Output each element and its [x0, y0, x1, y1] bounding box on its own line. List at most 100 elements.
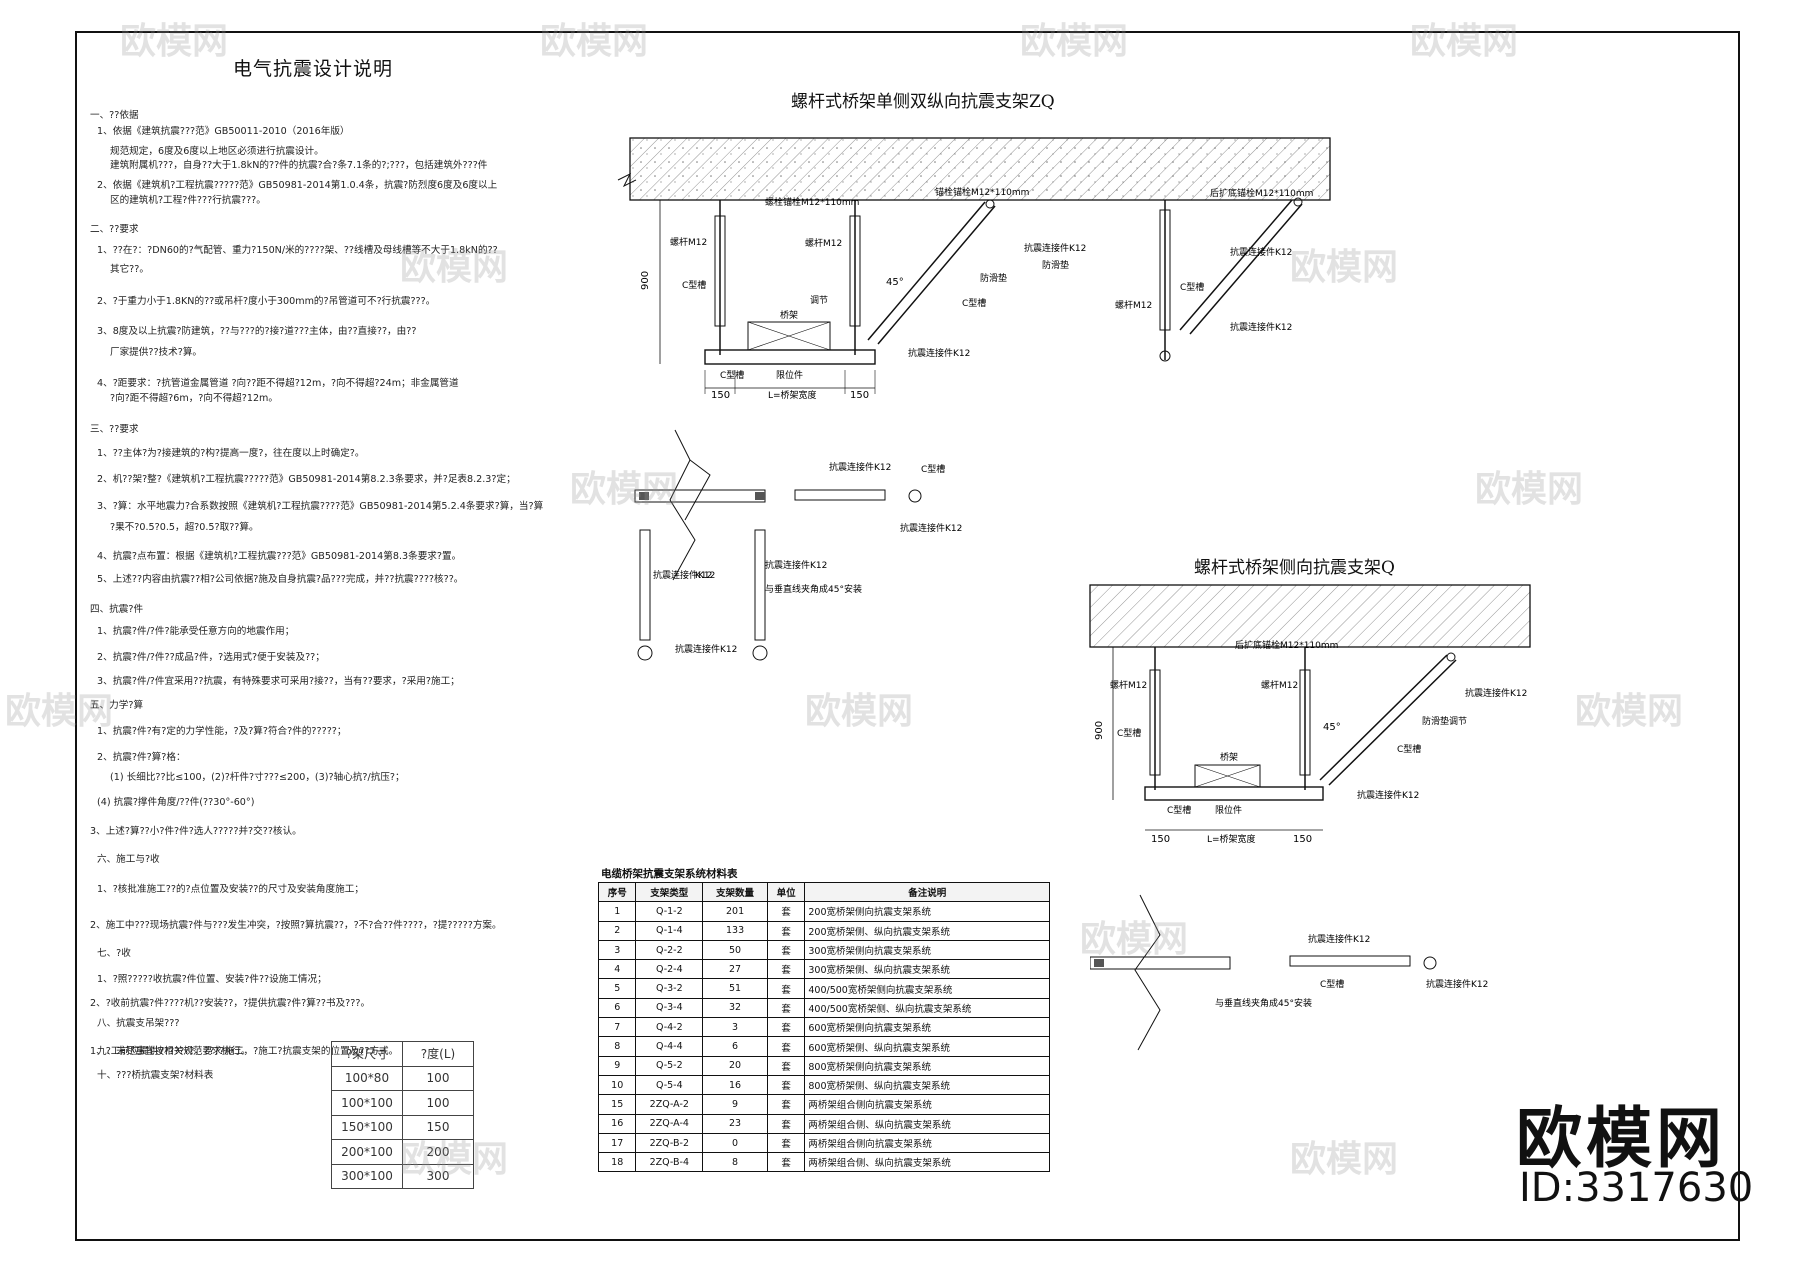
d2-limit: 限位件	[1215, 804, 1242, 816]
c-channel-right	[849, 215, 861, 327]
material-cell: Q-4-2	[635, 1017, 704, 1038]
material-cell: 9	[702, 1094, 768, 1115]
plan2-fit-a: 抗震连接件K12	[1308, 933, 1370, 945]
label-rod-2: 螺杆M12	[805, 237, 842, 249]
material-cell: 0	[702, 1132, 768, 1154]
label-c-brace: C型槽	[962, 297, 986, 309]
brace-1-pin	[985, 199, 995, 209]
label-bridge: 桥架	[780, 309, 798, 321]
material-cell: 2	[597, 920, 637, 941]
material-cell: Q-5-4	[635, 1074, 704, 1096]
material-cell: 2ZQ-B-4	[635, 1152, 704, 1173]
size-header-length: ?度(L)	[402, 1041, 474, 1067]
c-r-2	[1299, 669, 1311, 776]
note-line: 3、?算：水平地震力?合系数按照《建筑机?工程抗震????范》GB50981-2…	[97, 501, 544, 512]
material-cell: 800宽桥架侧向抗震支架系统	[804, 1055, 1050, 1076]
material-cell: 套	[766, 1152, 806, 1173]
note-line: 规范规定，6度及6度以上地区必须进行抗震设计。	[110, 146, 324, 157]
material-cell: 51	[702, 978, 768, 999]
plan2-brace	[1289, 955, 1411, 967]
beam-2	[1144, 786, 1324, 801]
material-cell: 16	[702, 1074, 768, 1096]
plan1-beam	[634, 489, 766, 503]
material-cell: 套	[766, 1113, 806, 1134]
note-line: 2、施工中???现场抗震?件与???发生冲突，?按照?算抗震??，?不?合??件…	[90, 920, 502, 931]
material-cell: 3	[702, 1017, 768, 1038]
material-cell: 20	[702, 1055, 768, 1076]
note-line: 3、8度及以上抗震?防建筑，??与???的?接?道???主体，由??直接??，由…	[97, 326, 417, 337]
material-cell: Q-1-2	[635, 901, 704, 922]
bottom-beam	[704, 349, 876, 365]
material-cell: 套	[766, 997, 806, 1019]
plan1-k12: K12	[695, 571, 712, 581]
label-anchor-c: 后扩底锚栓M12*110mm	[1210, 187, 1313, 199]
plan2-clamp	[1094, 959, 1104, 967]
material-cell: 15	[597, 1094, 637, 1115]
note-line: 1、?工前应提供???????，????施工，?施工?抗震支架的位置及??方式。	[90, 1046, 399, 1057]
size-cell: 100	[402, 1090, 474, 1116]
material-cell: 23	[702, 1113, 768, 1134]
material-cell: 50	[702, 939, 768, 961]
note-line: 一、??依据	[90, 110, 139, 121]
plan2-angle: 与垂直线夹角成45°安装	[1215, 997, 1312, 1009]
size-cell: 100	[402, 1065, 474, 1091]
label-c-bottom: C型槽	[720, 369, 744, 381]
material-cell: 两桥架组合侧、纵向抗震支架系统	[804, 1152, 1050, 1173]
d2-fit-top: 抗震连接件K12	[1465, 687, 1527, 699]
size-table-header: ?架尺寸 ?度(L)	[331, 1041, 474, 1067]
material-cell: Q-2-4	[635, 959, 704, 980]
note-line: 三、??要求	[90, 424, 139, 435]
note-line: 1、?照?????收抗震?件位置、安装?件??设施工情况；	[97, 974, 327, 985]
size-cell: 100*100	[331, 1090, 403, 1116]
material-cell: Q-1-4	[635, 920, 704, 941]
d2-rod-l: 螺杆M12	[1110, 679, 1147, 691]
label-limit: 限位件	[776, 369, 803, 381]
material-cell: 8	[702, 1152, 768, 1173]
material-cell: 套	[766, 901, 806, 922]
material-cell: 10	[597, 1074, 637, 1096]
d2-bridge: 桥架	[1220, 751, 1238, 763]
asset-id: ID:3317630	[1519, 1165, 1754, 1211]
d2-fit-bot: 抗震连接件K12	[1357, 789, 1419, 801]
plan1-pin-h	[908, 489, 922, 503]
plan1-fit-d: 抗震连接件K12	[765, 559, 827, 571]
note-line: (4) 抗震?撑件角度/??件(??30°-60°)	[97, 797, 255, 808]
material-cell: 6	[597, 997, 637, 1019]
note-line: 七、?收	[97, 948, 131, 959]
mat-h-qty: 支架数量	[702, 881, 768, 903]
plan2-c: C型槽	[1320, 978, 1344, 990]
brand-logo: 欧模网	[1516, 1100, 1726, 1177]
plan1-brace-h	[794, 489, 886, 501]
rod-3-end	[1159, 350, 1171, 362]
note-line: ?向?距不得超?6m，?向不得超?12m。	[110, 393, 278, 404]
label-dim-left: 150	[711, 390, 730, 401]
material-cell: 600宽桥架侧、纵向抗震支架系统	[804, 1036, 1050, 1057]
label-angle: 45°	[886, 277, 904, 288]
note-line: 建筑附属机???，自身??大于1.8kN的??件的抗震?合?条7.1条的?;??…	[110, 160, 488, 171]
material-cell: 4	[597, 959, 637, 980]
plan2-fit-b: 抗震连接件K12	[1426, 978, 1488, 990]
plan1-break-b	[684, 459, 711, 521]
note-line: 3、抗震?件/?件宜采用??抗震，有特殊要求可采用?接??，当有??要求，?采用…	[97, 676, 460, 687]
label-dim-h: 900	[640, 271, 651, 290]
note-line: 4、?距要求：?抗管道金属管道 ?向??距不得超?12m，?向不得超?24m；非…	[97, 378, 459, 389]
label-rod-3: 螺杆M12	[1115, 299, 1152, 311]
size-header-size: ?架尺寸	[331, 1041, 403, 1067]
plan1-brace-v1	[639, 529, 651, 641]
d2-dim-mid: L=桥架宽度	[1207, 833, 1256, 845]
note-line: 1、??在?：?DN60的?气配管、重力?150N/米的????架、??线槽及母…	[97, 245, 498, 256]
note-line: ?果不?0.5?0.5，超?0.5?取??算。	[110, 522, 259, 533]
brace-2	[1179, 199, 1293, 331]
plan2-break	[1134, 894, 1161, 1051]
material-cell: 32	[702, 997, 768, 1019]
note-line: 1、抗震?件/?件?能承受任意方向的地震作用；	[97, 626, 295, 637]
material-cell: 200宽桥架侧、纵向抗震支架系统	[804, 920, 1050, 941]
c-channel-3	[1159, 209, 1171, 331]
